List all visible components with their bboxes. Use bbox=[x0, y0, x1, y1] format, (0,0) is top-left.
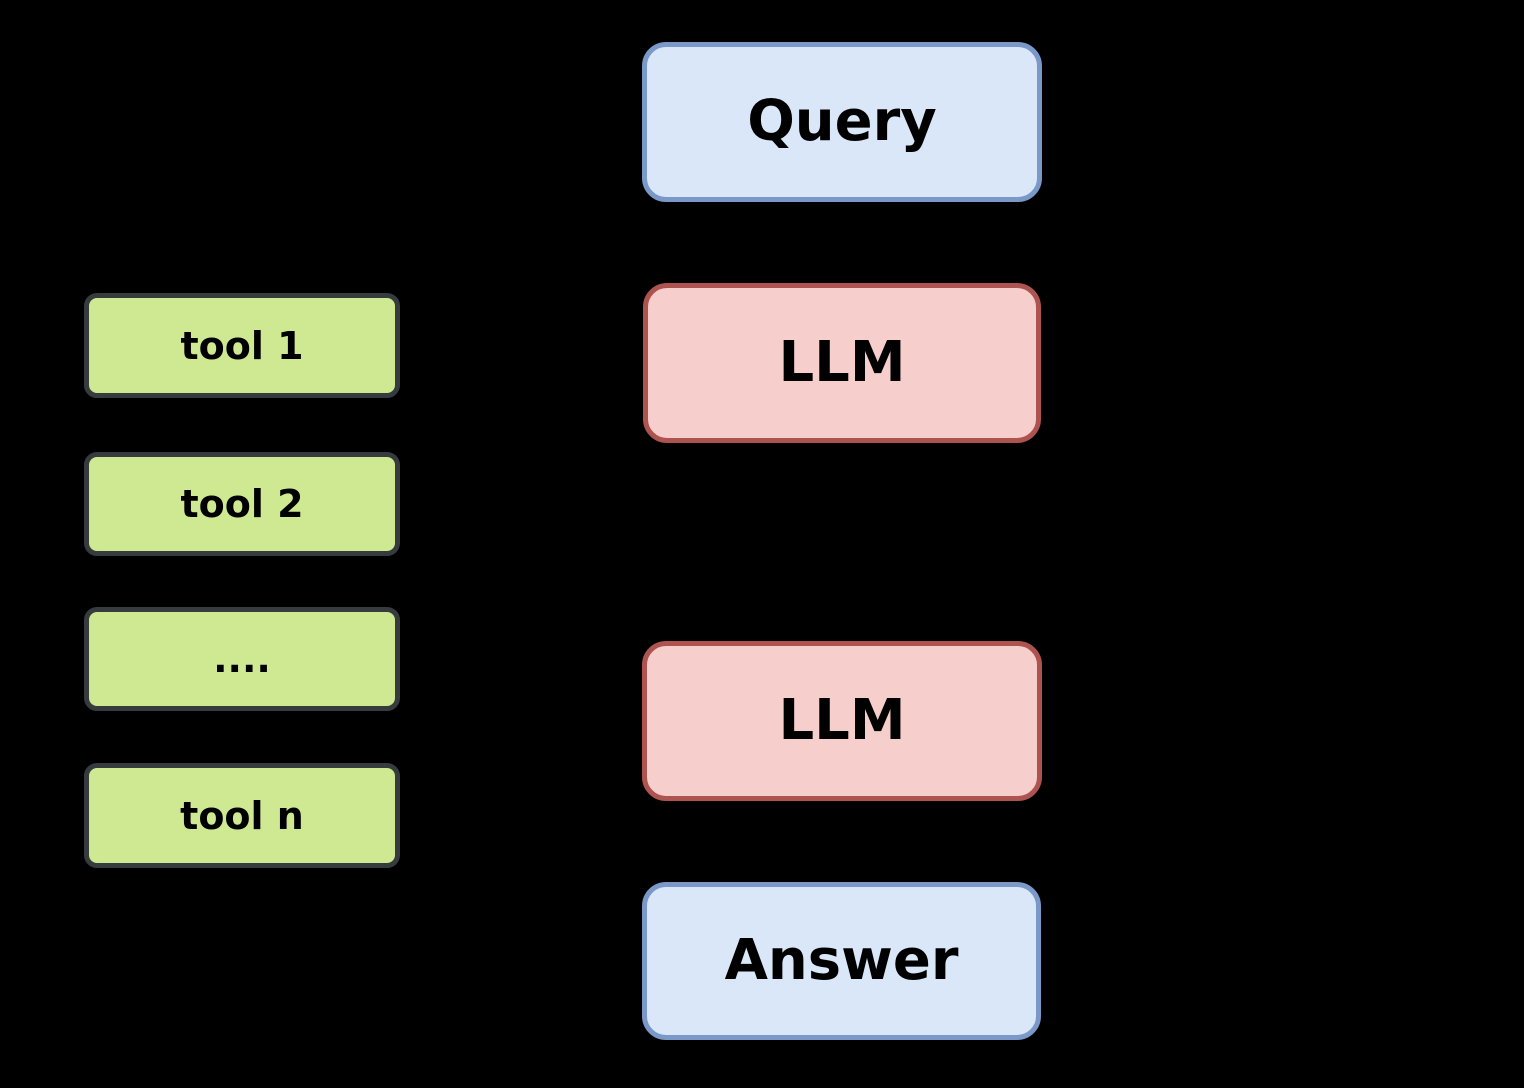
tool-1-node: tool 1 bbox=[84, 293, 400, 398]
tool-ellipsis-node: .... bbox=[84, 607, 400, 711]
tool-ellipsis-label: .... bbox=[213, 637, 271, 681]
llm-top-node: LLM bbox=[643, 283, 1041, 443]
answer-node: Answer bbox=[642, 882, 1041, 1040]
tool-2-label: tool 2 bbox=[180, 482, 304, 526]
tool-n-node: tool n bbox=[84, 763, 400, 868]
tool-n-label: tool n bbox=[180, 793, 304, 838]
tool-1-label: tool 1 bbox=[180, 323, 304, 368]
llm-top-label: LLM bbox=[778, 330, 906, 395]
answer-label: Answer bbox=[724, 928, 959, 993]
query-node: Query bbox=[642, 42, 1042, 202]
llm-bottom-node: LLM bbox=[642, 641, 1042, 801]
tool-2-node: tool 2 bbox=[84, 452, 400, 556]
query-label: Query bbox=[747, 89, 937, 154]
llm-bottom-label: LLM bbox=[778, 688, 906, 753]
